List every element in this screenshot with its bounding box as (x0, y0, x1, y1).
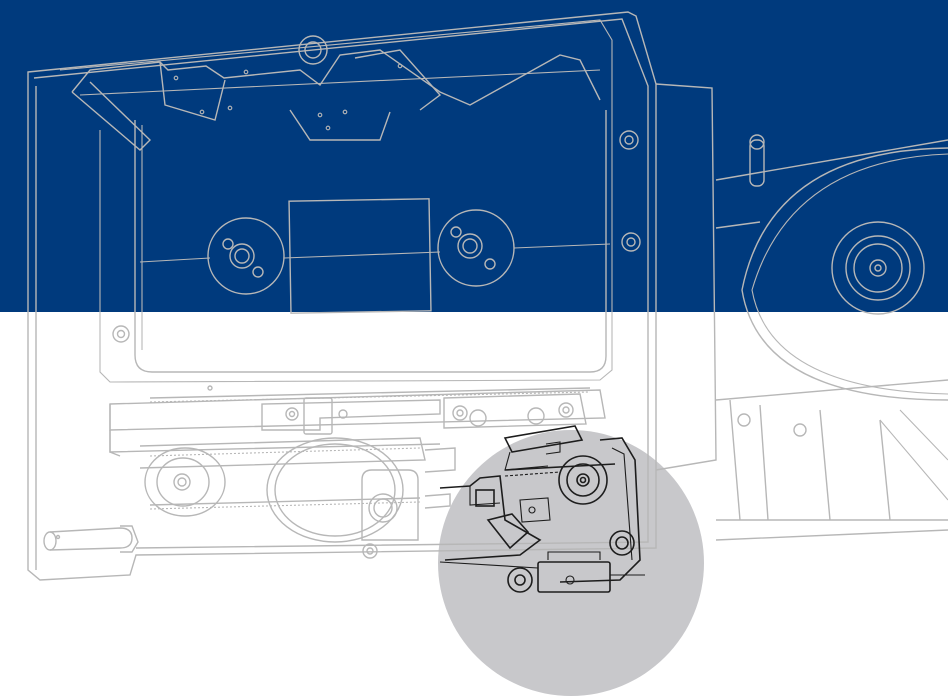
drive-belt-assembly (109, 385, 606, 543)
blue-banner (0, 0, 948, 312)
spindle-left (207, 217, 285, 295)
chassis-outline (27, 11, 657, 581)
magnified-printhead-detail (439, 425, 645, 593)
top-bracket (71, 35, 601, 151)
spindle-right (437, 209, 515, 287)
side-screws (112, 130, 641, 559)
label-plate (288, 198, 432, 314)
media-roll (655, 83, 948, 541)
spindle-shaft (139, 243, 611, 263)
lower-left-peg (43, 525, 139, 553)
